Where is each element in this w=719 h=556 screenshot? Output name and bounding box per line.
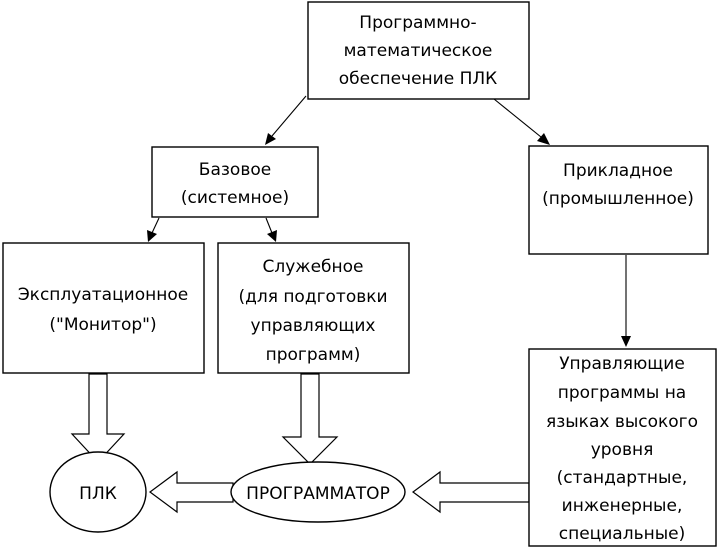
- node-service-line-2: (для подготовки: [238, 287, 387, 307]
- node-service-line-4: программ): [266, 345, 361, 365]
- node-control-line-3: языках высокого: [546, 412, 698, 432]
- node-operational-line-2: ("Монитор"): [49, 315, 156, 335]
- connector-base-to-service: [265, 217, 277, 242]
- node-control-line-7: специальные): [559, 524, 685, 544]
- node-control-programs: Управляющие программы на языках высокого…: [528, 348, 717, 547]
- node-control-line-1: Управляющие: [559, 354, 685, 374]
- node-operational-software: Эксплуатационное ("Монитор"): [2, 242, 205, 374]
- node-applied-line-1: Прикладное: [563, 161, 673, 181]
- node-base-line-2: (системное): [181, 188, 289, 208]
- node-service-line-3: управляющих: [251, 316, 376, 336]
- node-root-line-3: обеспечение ПЛК: [339, 69, 497, 89]
- node-control-line-5: (стандартные,: [557, 468, 688, 488]
- connector-root-to-base: [265, 95, 307, 145]
- block-arrow-programmer-to-plc: [148, 470, 234, 514]
- node-root-line-1: Программно-: [359, 13, 476, 33]
- node-programmer: ПРОГРАММАТОР: [230, 461, 406, 523]
- node-root-line-2: математическое: [344, 41, 493, 61]
- node-plc-label: ПЛК: [79, 484, 117, 504]
- connector-root-to-applied: [493, 98, 550, 145]
- node-base-line-1: Базовое: [199, 160, 271, 180]
- node-control-line-4: уровня: [591, 440, 654, 460]
- node-root-software: Программно- математическое обеспечение П…: [307, 1, 530, 100]
- node-plc: ПЛК: [49, 451, 147, 533]
- node-applied-line-2: (промышленное): [542, 189, 694, 209]
- block-arrow-service-to-programmer: [281, 373, 339, 465]
- block-arrow-control-to-programmer: [411, 470, 530, 514]
- node-service-software: Служебное (для подготовки управляющих пр…: [217, 242, 410, 374]
- node-service-line-1: Служебное: [262, 257, 363, 277]
- node-operational-line-1: Эксплуатационное: [18, 285, 188, 305]
- connector-base-to-operational: [147, 217, 160, 242]
- block-arrow-operational-to-plc: [70, 373, 126, 463]
- node-programmer-label: ПРОГРАММАТОР: [246, 484, 390, 504]
- node-control-line-6: инженерные,: [562, 496, 683, 516]
- connector-applied-to-control: [621, 255, 631, 347]
- node-base-software: Базовое (системное): [151, 146, 319, 218]
- node-applied-software: Прикладное (промышленное): [528, 145, 709, 255]
- node-control-line-2: программы на: [558, 383, 686, 403]
